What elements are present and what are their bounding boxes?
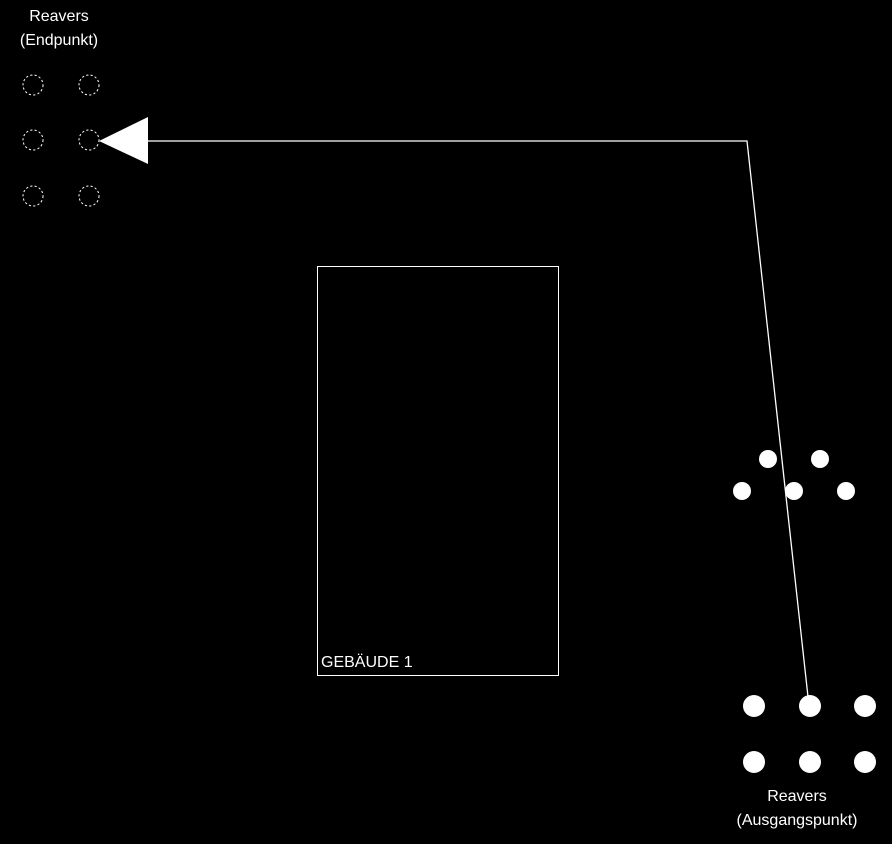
middle-unit-marker <box>733 482 751 500</box>
middle-unit-marker <box>759 450 777 468</box>
middle-unit-marker <box>785 482 803 500</box>
arrowhead-icon <box>99 117 148 164</box>
middle-unit-marker <box>837 482 855 500</box>
movement-arrow <box>99 117 810 707</box>
building-label: GEBÄUDE 1 <box>321 653 413 671</box>
endpoint-unit-marker <box>78 129 100 151</box>
middle-group <box>733 450 855 500</box>
movement-path-line <box>148 140 810 707</box>
start-label-line2: (Ausgangspunkt) <box>737 812 858 829</box>
start-label-line1: Reavers <box>767 788 827 805</box>
building-outline <box>317 266 559 676</box>
endpoint-group: Reavers (Endpunkt) <box>20 8 100 207</box>
start-unit-marker <box>854 751 876 773</box>
start-unit-marker <box>743 751 765 773</box>
endpoint-label-line1: Reavers <box>29 8 89 25</box>
endpoint-unit-marker <box>22 74 44 96</box>
endpoint-unit-marker <box>78 74 100 96</box>
start-unit-marker <box>799 695 821 717</box>
endpoint-unit-marker <box>78 185 100 207</box>
start-unit-marker <box>743 695 765 717</box>
endpoint-unit-marker <box>22 185 44 207</box>
endpoint-unit-marker <box>22 129 44 151</box>
start-group: Reavers (Ausgangspunkt) <box>737 695 876 829</box>
building-1: GEBÄUDE 1 <box>317 266 559 676</box>
endpoint-label-line2: (Endpunkt) <box>20 32 98 49</box>
middle-unit-marker <box>811 450 829 468</box>
start-unit-marker <box>799 751 821 773</box>
start-unit-marker <box>854 695 876 717</box>
